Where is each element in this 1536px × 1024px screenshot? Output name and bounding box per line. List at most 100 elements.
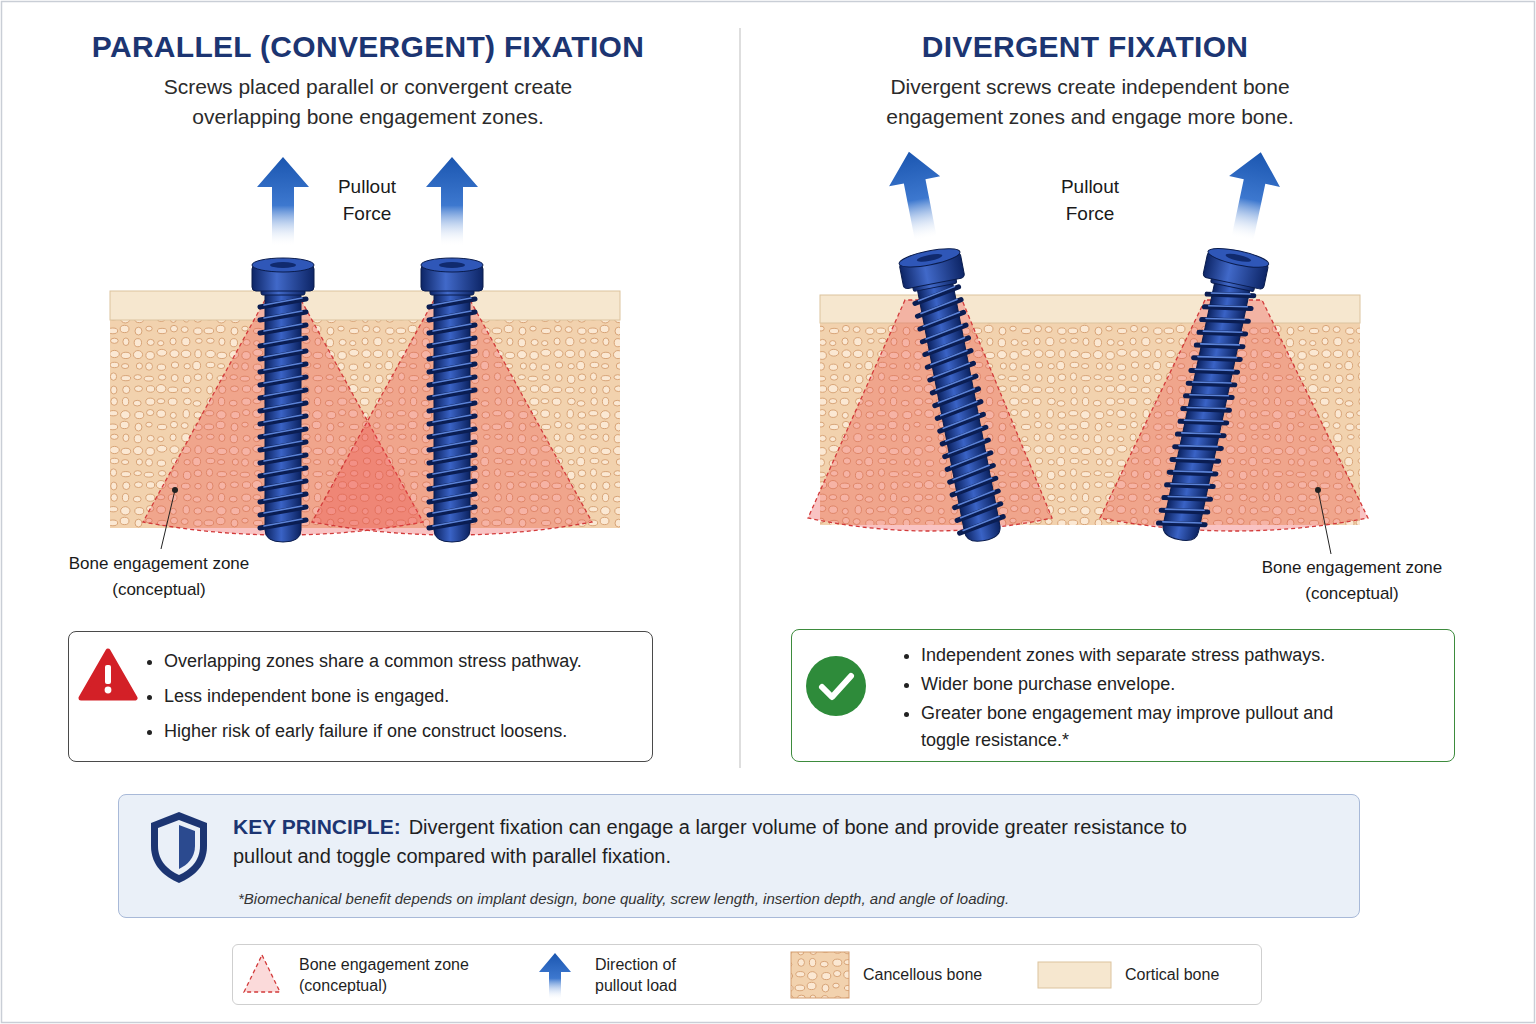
screw-thread: [1177, 426, 1224, 443]
thread-highlight: [433, 428, 471, 435]
bullet-item: Greater bone engagement may improve pull…: [921, 700, 1341, 754]
bone-screw: [252, 157, 314, 542]
thread-highlight: [264, 363, 302, 370]
screw-shaft: [434, 287, 470, 542]
screw-head-top: [421, 258, 483, 272]
thread-highlight: [1163, 515, 1202, 530]
callout-label: Bone engagement zone (conceptual): [1257, 555, 1447, 607]
screw-thread: [260, 338, 306, 346]
force-label: Pullout Force: [322, 173, 412, 227]
thread-highlight: [264, 428, 302, 435]
screw-thread: [958, 517, 1005, 534]
screw-thread: [1202, 312, 1249, 329]
thread-highlight: [264, 402, 302, 409]
screw-thread: [1180, 413, 1227, 430]
screw-thread: [1169, 464, 1216, 481]
thread-highlight: [264, 389, 302, 396]
thread-highlight: [1182, 426, 1221, 441]
principle-heading: KEY PRINCIPLE:: [233, 815, 401, 838]
thread-highlight: [1165, 502, 1204, 517]
thread-highlight: [942, 414, 981, 428]
screw-thread: [260, 325, 306, 333]
screw-socket: [1225, 252, 1252, 263]
force-label: Pullout Force: [1045, 173, 1135, 227]
principle-box: KEY PRINCIPLE:Divergent fixation can eng…: [118, 794, 1360, 918]
screw-thread: [1161, 502, 1208, 519]
screw-thread: [429, 481, 475, 489]
pullout-arrow: [1217, 147, 1286, 244]
thread-highlight: [959, 504, 998, 518]
thread-highlight: [932, 363, 971, 377]
screw-socket: [916, 252, 943, 263]
panel-heading: DIVERGENT FIXATION: [735, 29, 1435, 65]
warning-icon: [81, 651, 135, 698]
screw-thread: [429, 325, 475, 333]
thread-highlight: [433, 350, 471, 357]
screw-thread: [260, 442, 306, 450]
screw-thread: [429, 390, 475, 398]
thread-highlight: [264, 350, 302, 357]
legend-text: Cancellous bone: [863, 964, 1013, 985]
zone-sample: [244, 955, 280, 992]
thread-highlight: [952, 465, 991, 479]
thread-highlight: [1171, 477, 1210, 492]
thread-highlight: [264, 506, 302, 513]
bullet-item: Independent zones with separate stress p…: [921, 642, 1341, 669]
screw-thread: [1199, 324, 1246, 341]
thread-highlight: [1176, 451, 1215, 466]
thread-highlight: [433, 415, 471, 422]
screw-shaft: [916, 276, 1002, 544]
screw-shaft: [1161, 276, 1252, 544]
thread-highlight: [264, 493, 302, 500]
screw-thread: [1188, 375, 1235, 392]
thread-highlight: [1209, 299, 1248, 314]
thread-highlight: [922, 312, 961, 326]
bullet-item: Less independent bone is engaged.: [164, 679, 634, 714]
thread-highlight: [264, 324, 302, 331]
thread-highlight: [920, 299, 959, 313]
screw-thread: [260, 312, 306, 320]
thread-highlight: [264, 376, 302, 383]
thread-highlight: [927, 338, 966, 352]
thread-highlight: [264, 467, 302, 474]
thread-highlight: [930, 350, 969, 364]
screw-thread: [260, 481, 306, 489]
screw-thread: [1172, 452, 1219, 469]
thread-highlight: [1179, 439, 1218, 454]
screw-thread: [260, 299, 306, 307]
thread-highlight: [1201, 337, 1240, 352]
panel-heading: PARALLEL (CONVERGENT) FIXATION: [18, 29, 718, 65]
thread-highlight: [433, 454, 471, 461]
thread-highlight: [264, 415, 302, 422]
leader-line: [161, 490, 175, 549]
screw-thread: [1191, 363, 1238, 380]
thread-highlight: [433, 376, 471, 383]
screw-thread: [1204, 299, 1251, 316]
screw-thread: [260, 403, 306, 411]
screw-thread: [1196, 337, 1243, 354]
thread-highlight: [962, 516, 1001, 530]
legend-text: Bone engagement zone (conceptual): [299, 954, 479, 996]
thread-highlight: [264, 311, 302, 318]
screw-thread: [429, 364, 475, 372]
thread-highlight: [954, 478, 993, 492]
panel-subtitle: Screws placed parallel or convergent cre…: [133, 72, 603, 132]
legend: Bone engagement zone (conceptual) Directi…: [232, 944, 1262, 1005]
box-icon: [792, 630, 1456, 763]
screw-thread: [429, 299, 475, 307]
pattern-sample: [791, 952, 849, 998]
legend-item: Bone engagement zone (conceptual): [233, 945, 483, 1006]
thread-highlight: [433, 493, 471, 500]
legend-item: Direction of pullout load: [533, 945, 763, 1006]
check-icon: [806, 656, 866, 716]
shield-icon: [151, 812, 207, 883]
screw-thread: [429, 494, 475, 502]
thread-highlight: [1184, 413, 1223, 428]
thread-highlight: [264, 441, 302, 448]
panel-divider: [739, 28, 740, 768]
screw-thread: [429, 377, 475, 385]
screw-thread: [1167, 477, 1214, 494]
thread-highlight: [1174, 464, 1213, 479]
screw-thread: [429, 416, 475, 424]
